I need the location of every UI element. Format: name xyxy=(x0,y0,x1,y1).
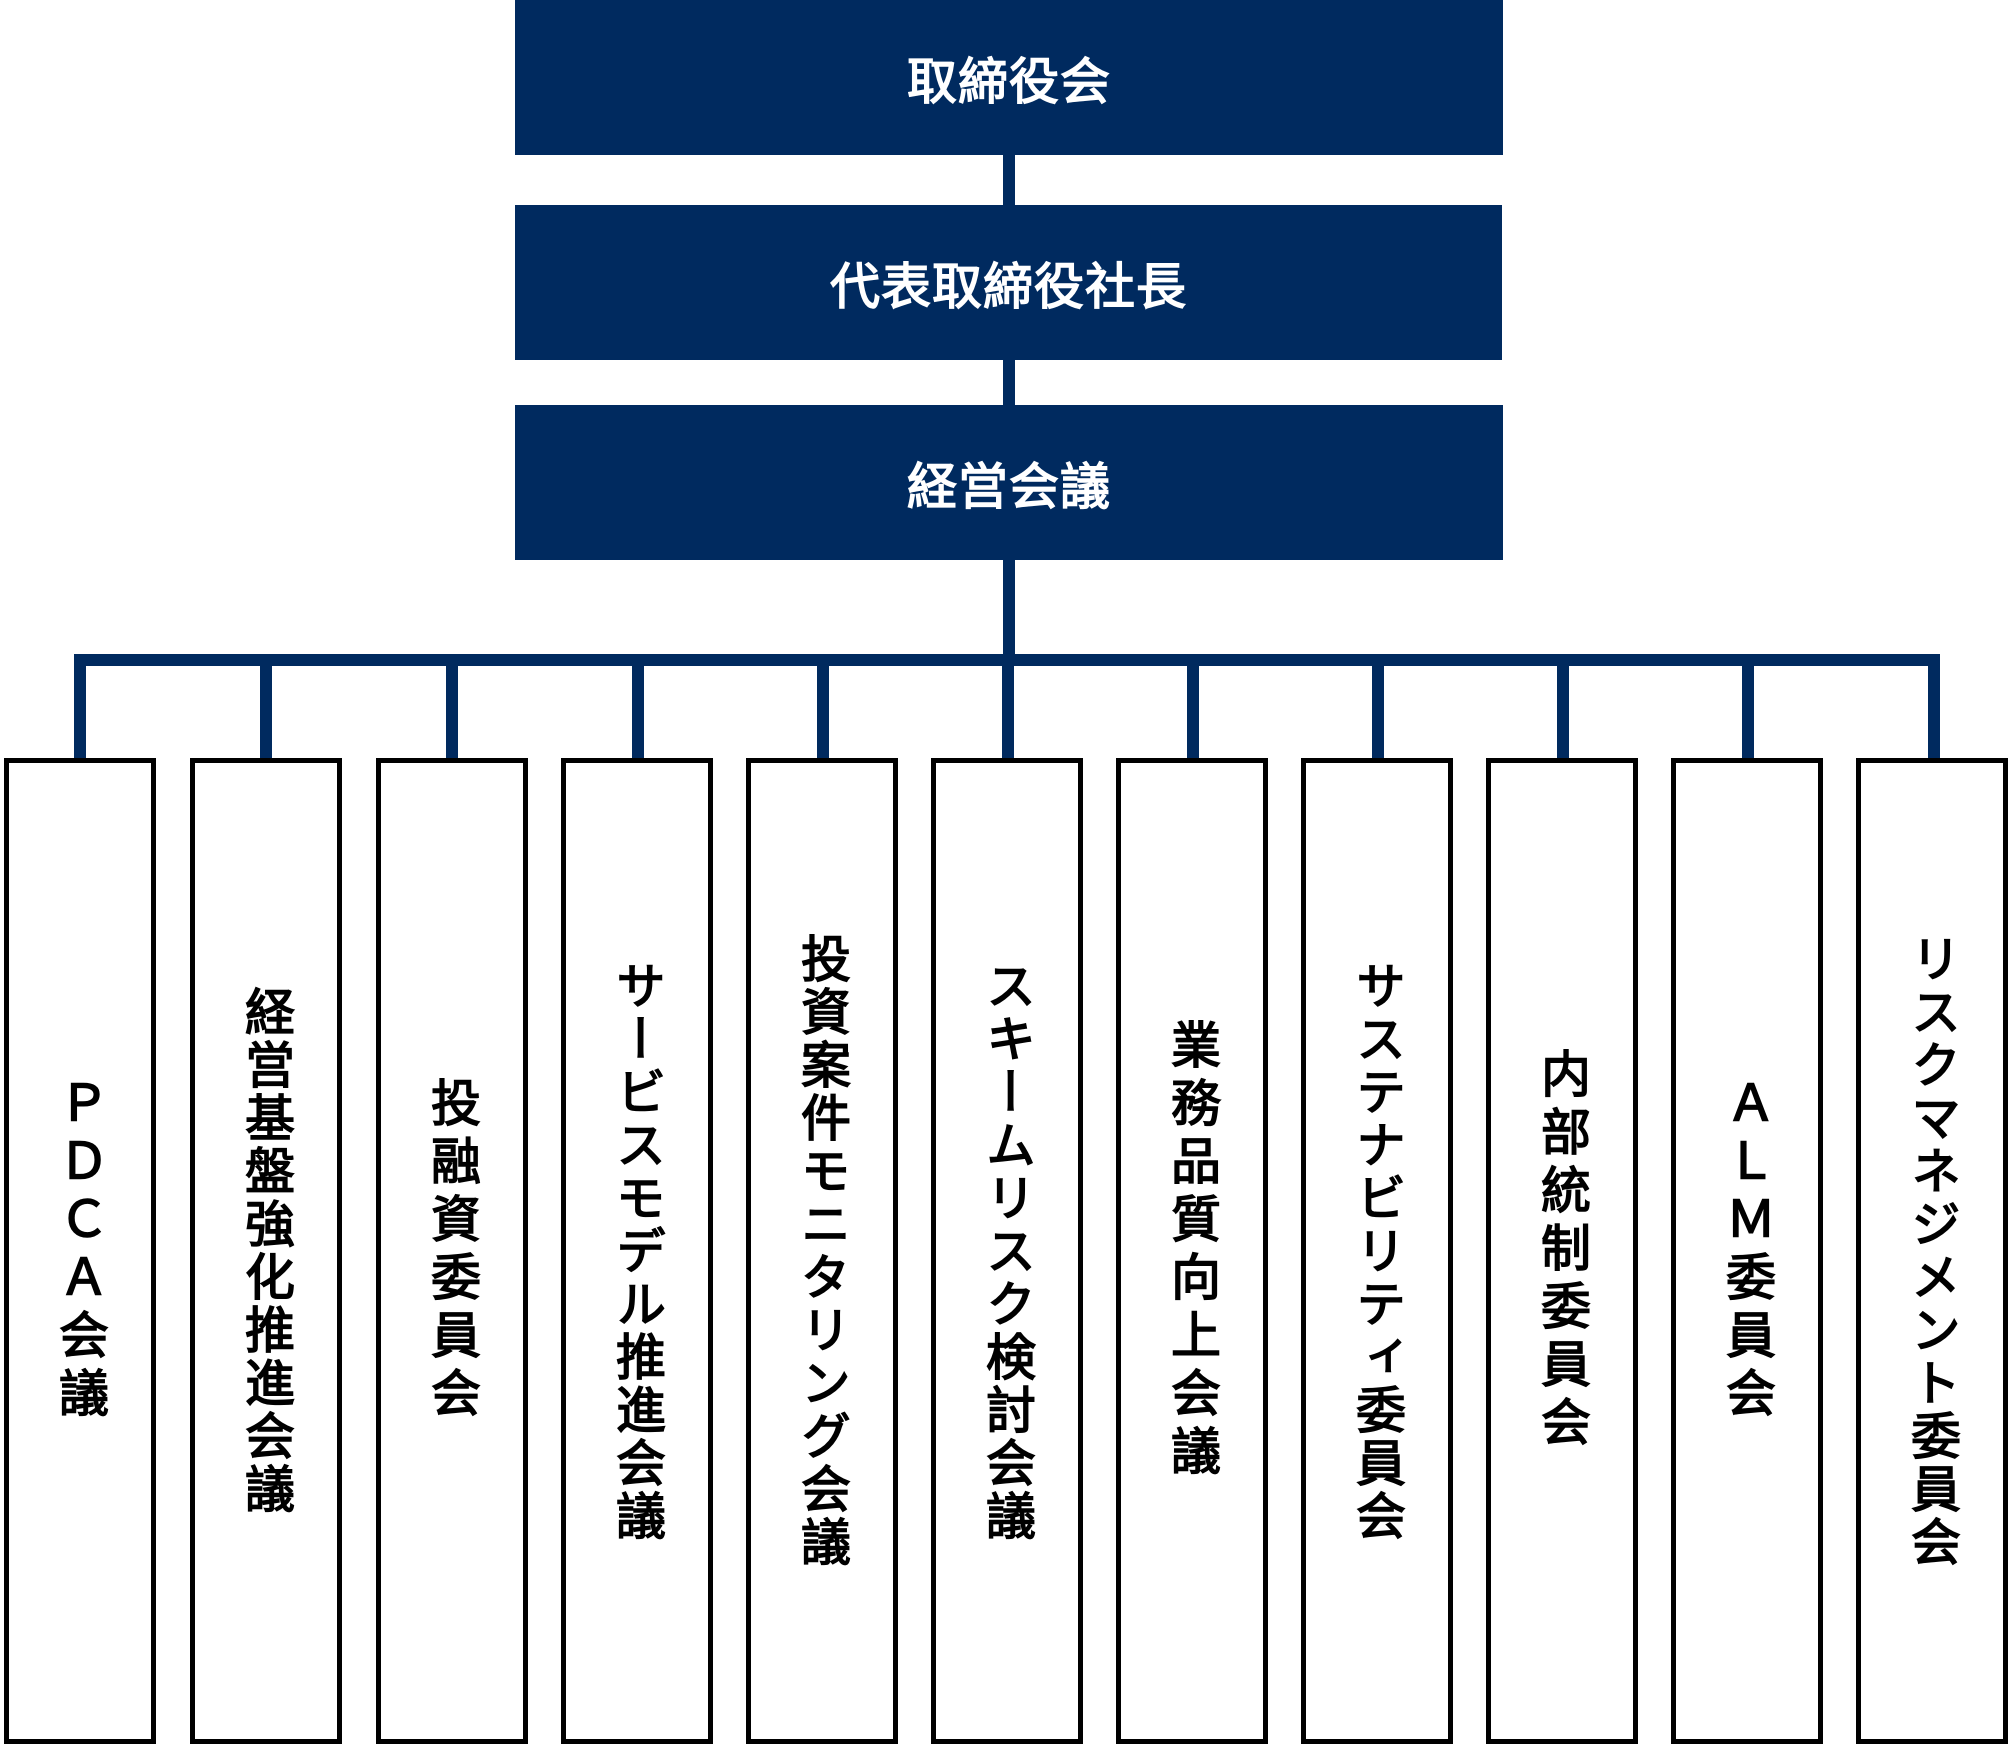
branch-drop-line xyxy=(1928,654,1940,760)
connector-line xyxy=(1003,155,1015,205)
committee-management-foundation: 経営基盤強化推進会議 xyxy=(190,758,342,1744)
committee-label: サステナビリティ委員会 xyxy=(1348,959,1406,1543)
president-label: 代表取締役社長 xyxy=(830,257,1187,316)
branch-drop-line xyxy=(1002,654,1014,760)
board-label: 取締役会 xyxy=(907,52,1111,111)
management-meeting-label: 経営会議 xyxy=(907,457,1111,516)
committee-scheme-risk: スキームリスク検討会議 xyxy=(931,758,1083,1744)
connector-line xyxy=(1003,560,1015,660)
branch-drop-line xyxy=(817,654,829,760)
branch-drop-line xyxy=(74,654,86,760)
branch-drop-line xyxy=(632,654,644,760)
committee-pdca: ＰＤＣＡ会議 xyxy=(4,758,156,1744)
committee-label: スキームリスク検討会議 xyxy=(978,959,1036,1543)
branch-drop-line xyxy=(1372,654,1384,760)
connector-line xyxy=(1003,360,1015,405)
committee-label: ＡＬＭ委員会 xyxy=(1718,1077,1776,1425)
committee-label: 業務品質向上会議 xyxy=(1163,1019,1221,1483)
committee-alm: ＡＬＭ委員会 xyxy=(1671,758,1823,1744)
committee-label: 投融資委員会 xyxy=(423,1077,481,1425)
committee-investment-loan: 投融資委員会 xyxy=(376,758,528,1744)
committee-label: 投資案件モニタリング会議 xyxy=(793,933,851,1569)
management-meeting-box: 経営会議 xyxy=(515,405,1503,560)
branch-drop-line xyxy=(446,654,458,760)
committee-label: サービスモデル推進会議 xyxy=(608,959,666,1543)
committee-service-model: サービスモデル推進会議 xyxy=(561,758,713,1744)
branch-drop-line xyxy=(260,654,272,760)
committee-label: ＰＤＣＡ会議 xyxy=(51,1077,109,1425)
committee-risk-management: リスクマネジメント委員会 xyxy=(1856,758,2008,1744)
committee-label: リスクマネジメント委員会 xyxy=(1903,933,1961,1569)
committee-sustainability: サステナビリティ委員会 xyxy=(1301,758,1453,1744)
committee-label: 内部統制委員会 xyxy=(1533,1048,1591,1454)
president-box: 代表取締役社長 xyxy=(515,205,1502,360)
branch-drop-line xyxy=(1742,654,1754,760)
committee-label: 経営基盤強化推進会議 xyxy=(237,986,295,1516)
branch-drop-line xyxy=(1187,654,1199,760)
board-box: 取締役会 xyxy=(515,0,1503,155)
branch-drop-line xyxy=(1557,654,1569,760)
committee-investment-monitoring: 投資案件モニタリング会議 xyxy=(746,758,898,1744)
committee-internal-control: 内部統制委員会 xyxy=(1486,758,1638,1744)
committee-operational-quality: 業務品質向上会議 xyxy=(1116,758,1268,1744)
